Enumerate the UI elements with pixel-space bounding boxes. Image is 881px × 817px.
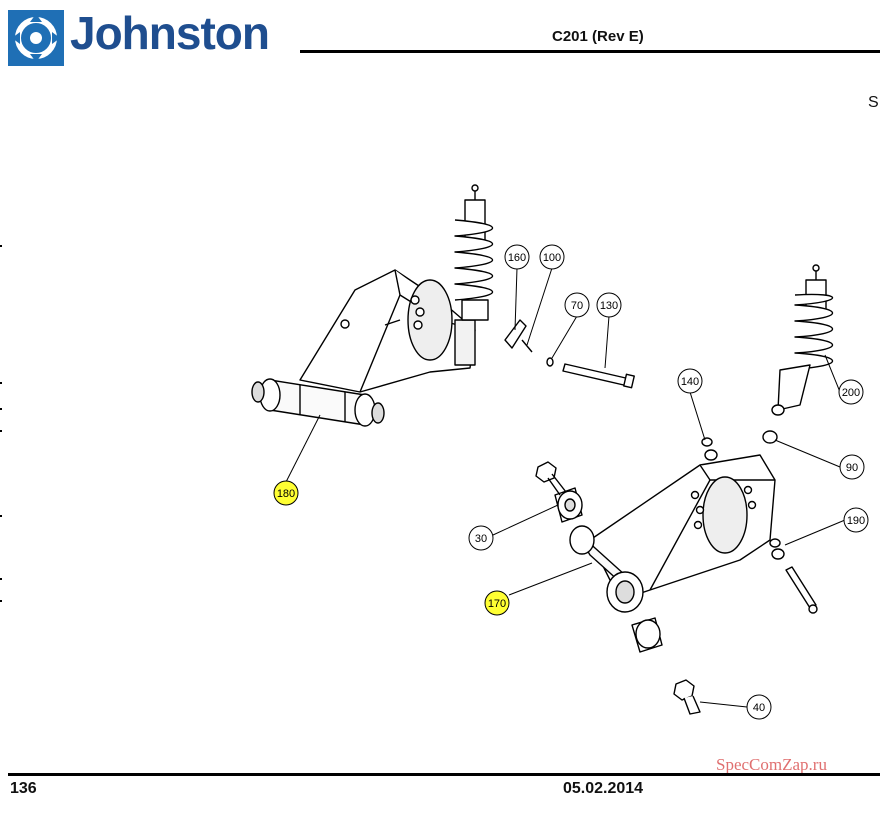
svg-text:100: 100 — [543, 252, 561, 264]
document-code: C201 (Rev E) — [552, 28, 644, 45]
callouts: 160 100 70 130 140 200 90 190 — [273, 244, 869, 720]
callout-130: 130 — [596, 292, 622, 318]
margin-mark — [0, 578, 2, 580]
svg-text:200: 200 — [842, 387, 860, 399]
margin-mark — [0, 408, 2, 410]
left-shock-absorber — [454, 184, 493, 321]
pin-right — [785, 566, 818, 614]
margin-mark — [0, 515, 2, 517]
callout-70: 70 — [564, 292, 590, 318]
bolt-lower — [673, 679, 701, 715]
johnston-logo-icon — [8, 10, 64, 66]
callout-30: 30 — [468, 525, 494, 551]
callout-160: 160 — [504, 244, 530, 270]
margin-mark — [0, 382, 2, 384]
callout-90: 90 — [839, 454, 865, 480]
margin-mark — [0, 245, 2, 247]
leader-lines — [285, 267, 846, 708]
margin-mark — [0, 600, 2, 602]
callout-180: 180 — [273, 480, 299, 506]
bushing-lower — [631, 617, 663, 653]
callout-190: 190 — [843, 507, 869, 533]
svg-text:70: 70 — [571, 300, 583, 312]
svg-text:40: 40 — [753, 702, 765, 714]
svg-text:160: 160 — [508, 252, 526, 264]
callout-40: 40 — [746, 694, 772, 720]
right-shock-absorber — [771, 264, 833, 416]
svg-text:130: 130 — [600, 300, 618, 312]
callout-100: 100 — [539, 244, 565, 270]
callout-200: 200 — [838, 379, 864, 405]
lower-swing-arm — [589, 454, 776, 601]
lower-pivot-tube — [569, 525, 644, 613]
svg-text:190: 190 — [847, 515, 865, 527]
upper-pivot-tube — [251, 378, 385, 427]
svg-text:30: 30 — [475, 533, 487, 545]
watermark: SpecComZap.ru — [716, 755, 827, 774]
edge-letter: S — [868, 94, 879, 111]
bushing-upper — [554, 487, 583, 523]
document-date: 05.02.2014 — [563, 780, 644, 797]
svg-text:140: 140 — [681, 376, 699, 388]
svg-text:90: 90 — [846, 462, 858, 474]
page-number: 136 — [10, 780, 37, 797]
margin-mark — [0, 430, 2, 432]
footer-divider — [8, 773, 880, 776]
brand-name: Johnston — [70, 7, 270, 59]
callout-170: 170 — [484, 590, 510, 616]
bolt-upper — [535, 461, 567, 496]
svg-text:180: 180 — [277, 488, 295, 500]
header-divider — [300, 50, 880, 53]
pin-long — [562, 363, 635, 389]
upper-swing-arm — [299, 269, 476, 393]
callout-140: 140 — [677, 368, 703, 394]
svg-text:170: 170 — [488, 598, 506, 610]
small-hardware — [504, 319, 785, 560]
